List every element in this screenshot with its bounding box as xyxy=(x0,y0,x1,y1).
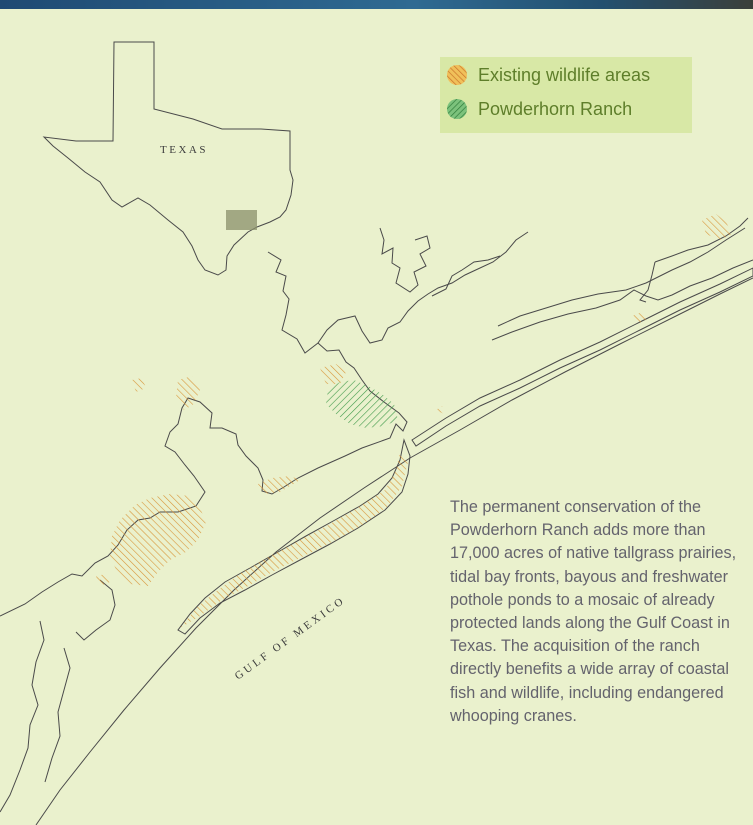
wildlife-area-west-small xyxy=(96,574,110,586)
coastline-mainland xyxy=(0,217,753,813)
texas-inset xyxy=(42,41,294,276)
lagoon-east-shore xyxy=(654,217,749,263)
orange-hatch-swatch-icon xyxy=(447,65,467,85)
wildlife-area-west-main xyxy=(110,494,206,586)
lagoon-inner xyxy=(491,259,753,341)
existing-wildlife-areas xyxy=(96,214,732,628)
texas-outline xyxy=(42,41,294,276)
legend-item-ranch: Powderhorn Ranch xyxy=(446,98,632,120)
wildlife-area-east xyxy=(702,214,732,240)
description-text: The permanent conservation of the Powder… xyxy=(450,498,737,725)
mainland-coast xyxy=(0,251,408,617)
upper-bay-shore xyxy=(317,231,529,344)
map-legend: Existing wildlife areas Powderhorn Ranch xyxy=(440,57,692,133)
wildlife-area-peninsula xyxy=(632,312,646,324)
west-inlet-3 xyxy=(75,579,116,641)
lavaca-bay-shore xyxy=(379,227,431,293)
wildlife-area-north-1 xyxy=(176,376,200,410)
legend-label-wildlife: Existing wildlife areas xyxy=(478,64,651,85)
wildlife-area-bay xyxy=(320,364,346,384)
gulf-of-mexico-label: GULF OF MEXICO xyxy=(233,594,348,682)
wildlife-area-matagorda xyxy=(180,452,408,628)
east-bay-shore xyxy=(431,255,501,297)
wildlife-area-north-2 xyxy=(132,378,146,392)
inset-locator-box xyxy=(226,210,257,230)
green-hatch-swatch-icon xyxy=(447,99,467,119)
barrier-islands xyxy=(35,267,753,825)
wildlife-area-inlet xyxy=(436,406,444,414)
west-inlet-2 xyxy=(44,647,71,783)
legend-label-ranch: Powderhorn Ranch xyxy=(478,98,633,119)
lagoon-north xyxy=(497,227,746,327)
legend-item-wildlife: Existing wildlife areas xyxy=(446,64,650,86)
matagorda-island xyxy=(177,438,411,635)
header-photo-strip xyxy=(0,0,753,9)
lagoon-east-inner xyxy=(639,261,656,303)
texas-label: TEXAS xyxy=(160,144,208,156)
powderhorn-ranch-area xyxy=(326,380,398,428)
west-inlet-1 xyxy=(0,620,45,813)
wildlife-area-shore xyxy=(258,476,300,494)
gulf-shore xyxy=(35,277,753,825)
matagorda-peninsula xyxy=(411,267,753,447)
